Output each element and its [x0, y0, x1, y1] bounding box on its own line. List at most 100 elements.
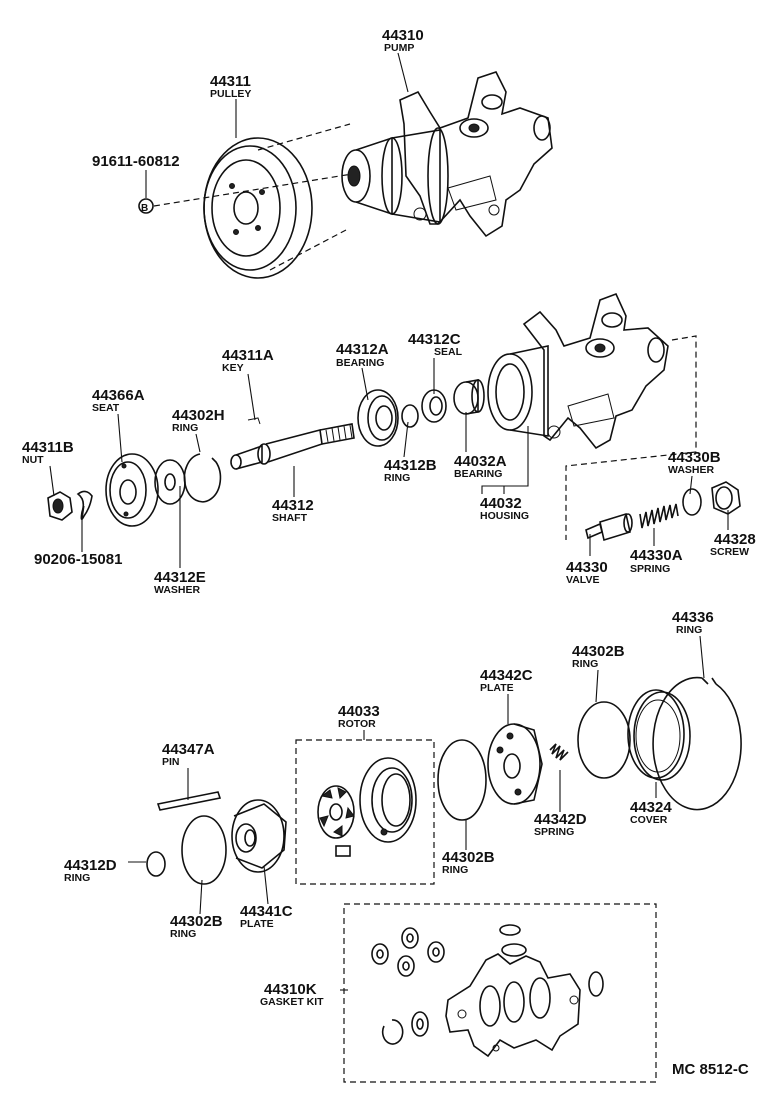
lower-parts-illustration: [146, 676, 742, 885]
label-44312D-name: RING: [64, 872, 90, 884]
label-44033-name: ROTOR: [338, 718, 376, 730]
housing-drawing: [487, 292, 669, 450]
label-44312A-number: 44312A: [336, 341, 389, 358]
valve-spring-drawing: [639, 503, 679, 529]
rear-plate-drawing: [231, 799, 287, 873]
label-44341C-number: 44341C: [240, 903, 293, 920]
o-ring-left-drawing: [181, 815, 227, 885]
label-44311A-name: KEY: [222, 362, 244, 374]
middle-parts-illustration: [47, 292, 741, 542]
snap-ring-large-drawing: [652, 676, 742, 811]
label-44312E-number: 44312E: [154, 569, 206, 586]
diagram-code: MC 8512-C: [672, 1061, 749, 1078]
label-44032A-number: 44032A: [454, 453, 507, 470]
bearing-drawing: [357, 389, 399, 447]
pump-drawing: [341, 71, 553, 238]
gasket-pieces: [371, 924, 604, 1058]
label-44342C-name: PLATE: [480, 682, 514, 694]
label-44330A-name: SPRING: [630, 563, 670, 575]
bolt-marker-letter: B: [141, 203, 148, 214]
label-44312C-name: SEAL: [434, 346, 463, 358]
label-44033-number: 44033: [338, 703, 380, 720]
screw-drawing: [711, 481, 741, 515]
label-44330A-number: 44330A: [630, 547, 683, 564]
label-44311-name: PULLEY: [210, 88, 251, 100]
nut-drawing: [47, 490, 93, 521]
label-44310-number: 44310: [382, 27, 424, 44]
label-44328-number: 44328: [714, 531, 756, 548]
leader-lines: [49, 52, 729, 991]
rotor-group-outline: [295, 739, 435, 885]
label-44311-number: 44311: [210, 73, 251, 90]
washer-drawing: [154, 459, 186, 505]
label-44336-name: RING: [676, 624, 702, 636]
labels: 44310 PUMP 44311 PULLEY 91611-60812 4431…: [22, 27, 756, 1078]
label-44342D-name: SPRING: [534, 826, 574, 838]
label-44347A-name: PIN: [162, 756, 180, 768]
pump-assembly-illustration: B: [138, 71, 553, 279]
snap-ring-drawing: [183, 453, 222, 503]
label-44312C-number: 44312C: [408, 331, 461, 348]
label-44312D-number: 44312D: [64, 857, 117, 874]
label-44310K-name: GASKET KIT: [260, 996, 324, 1008]
gasket-kit-illustration: [343, 903, 657, 1083]
gasket-kit-outline: [343, 903, 657, 1083]
label-44302B-b-name: RING: [442, 864, 468, 876]
label-44330-number: 44330: [566, 559, 608, 576]
label-44330-name: VALVE: [566, 574, 599, 586]
label-44342C-number: 44342C: [480, 667, 533, 684]
label-44312B-number: 44312B: [384, 457, 437, 474]
label-44312-number: 44312: [272, 497, 314, 514]
valve-washer-drawing: [682, 488, 702, 516]
o-ring-middle-drawing: [437, 739, 487, 821]
label-44312B-name: RING: [384, 472, 410, 484]
valve-group-outline: [565, 335, 697, 540]
label-91611-number: 91611-60812: [92, 153, 180, 170]
label-44324-number: 44324: [630, 799, 672, 816]
shaft-drawing: [230, 417, 355, 470]
label-44032-number: 44032: [480, 495, 522, 512]
pulley-drawing: [203, 137, 313, 279]
label-44347A-number: 44347A: [162, 741, 215, 758]
label-44366A-name: SEAT: [92, 402, 120, 414]
label-44302B-a-name: RING: [572, 658, 598, 670]
small-ring-drawing: [401, 404, 419, 428]
pin-drawing: [156, 791, 222, 811]
label-44366A-number: 44366A: [92, 387, 145, 404]
label-44330B-name: WASHER: [668, 464, 715, 476]
label-44302B-c-name: RING: [170, 928, 196, 940]
plate-spring-drawing: [549, 743, 569, 761]
bolt-marker: B: [138, 198, 154, 214]
cover-drawing: [627, 689, 691, 781]
label-44312E-name: WASHER: [154, 584, 201, 596]
label-44312-name: SHAFT: [272, 512, 308, 524]
label-44302B-a-number: 44302B: [572, 643, 625, 660]
label-44311A-number: 44311A: [222, 347, 274, 364]
o-ring-right-drawing: [577, 701, 631, 779]
label-90206-number: 90206-15081: [34, 551, 122, 568]
label-44302H-number: 44302H: [172, 407, 225, 424]
label-44311B-number: 44311B: [22, 439, 74, 456]
seat-drawing: [105, 453, 159, 527]
small-o-ring-drawing: [146, 851, 166, 877]
label-44310-name: PUMP: [384, 42, 414, 54]
label-44341C-name: PLATE: [240, 918, 274, 930]
label-44302H-name: RING: [172, 422, 198, 434]
label-44324-name: COVER: [630, 814, 668, 826]
needle-bearing-drawing: [453, 379, 485, 415]
label-44342D-number: 44342D: [534, 811, 587, 828]
label-44328-name: SCREW: [710, 546, 749, 558]
label-44310K-number: 44310K: [264, 981, 317, 998]
label-44312A-name: BEARING: [336, 357, 384, 369]
label-44336-number: 44336: [672, 609, 714, 626]
label-44032A-name: BEARING: [454, 468, 502, 480]
valve-drawing: [585, 512, 633, 542]
seal-drawing: [421, 389, 447, 423]
label-44302B-c-number: 44302B: [170, 913, 223, 930]
cam-ring-drawing: [359, 757, 417, 843]
rotor-drawing: [317, 785, 355, 857]
label-44311B-name: NUT: [22, 454, 44, 466]
front-plate-drawing: [487, 723, 543, 805]
label-44032-name: HOUSING: [480, 510, 529, 522]
